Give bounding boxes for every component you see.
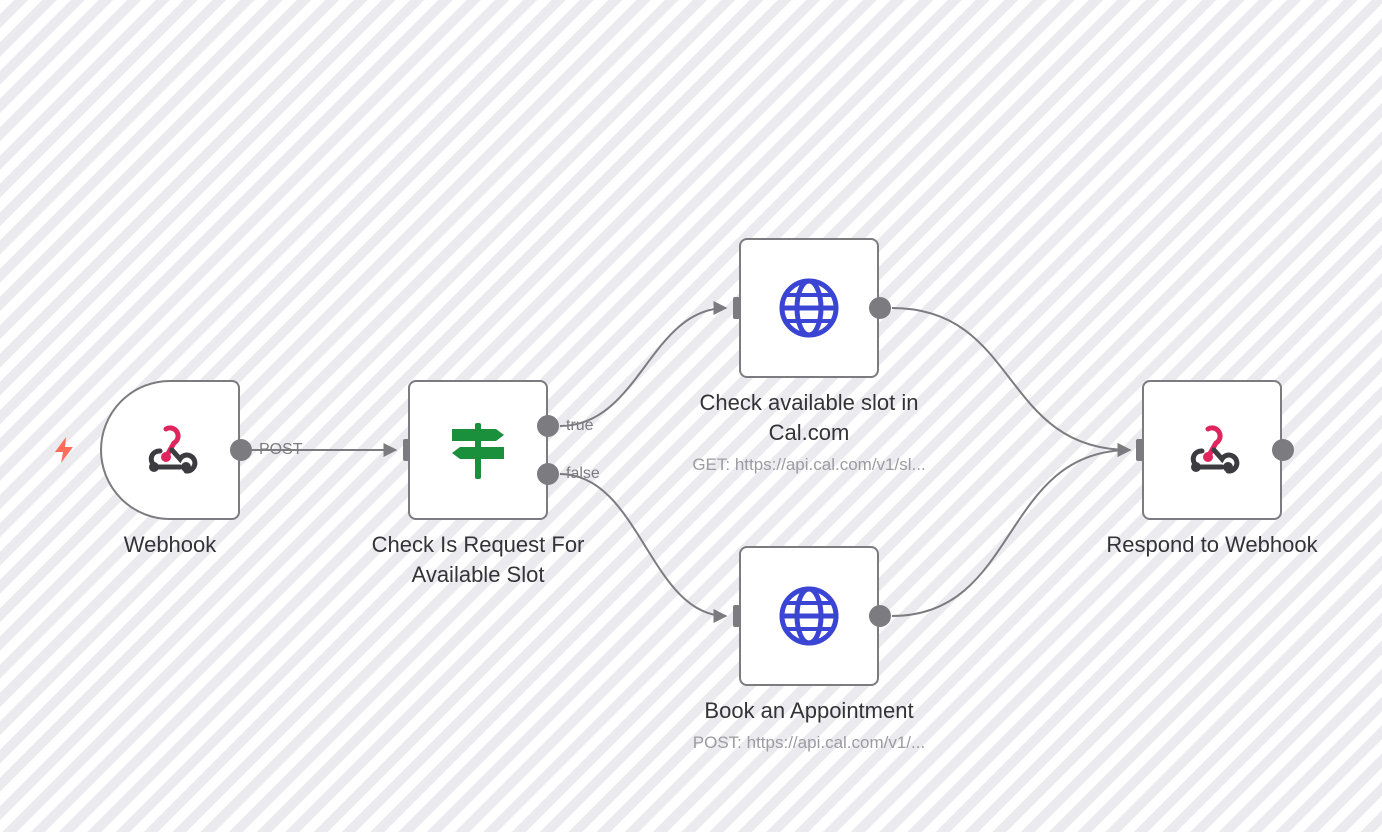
node-book-appointment[interactable] xyxy=(739,546,879,686)
globe-icon xyxy=(779,278,839,338)
node-label-book: Book an Appointment xyxy=(704,698,914,723)
connection-check-slot-to-respond xyxy=(891,307,1132,457)
globe-icon xyxy=(779,586,839,646)
lightning-icon xyxy=(55,437,73,463)
check-slot-input-handle[interactable] xyxy=(733,297,743,319)
node-respond-to-webhook[interactable] xyxy=(1142,380,1282,520)
connection-true-to-check-slot xyxy=(559,301,728,427)
node-check-available-slot[interactable] xyxy=(739,238,879,378)
respond-input-handle[interactable] xyxy=(1136,439,1146,461)
node-label-respond: Respond to Webhook xyxy=(1106,532,1318,557)
node-label-check-slot-line2: Cal.com xyxy=(768,420,850,445)
node-subtitle-check-slot: GET: https://api.cal.com/v1/sl... xyxy=(692,455,926,474)
connection-book-to-respond xyxy=(891,443,1132,617)
if-false-output-handle[interactable] xyxy=(537,463,559,485)
node-subtitle-book: POST: https://api.cal.com/v1/... xyxy=(692,733,926,752)
edge-label-true: true xyxy=(566,417,594,434)
check-slot-output-handle[interactable] xyxy=(869,297,891,319)
book-input-handle[interactable] xyxy=(733,605,743,627)
edge-label-post: POST xyxy=(259,441,303,458)
webhook-icon xyxy=(1190,425,1240,474)
node-label-check-request-line2: Available Slot xyxy=(411,562,545,587)
node-label-check-request: Check Is Request For Available Slot xyxy=(338,530,618,590)
node-label-check-slot-line1: Check available slot in xyxy=(699,390,919,415)
node-label-check-slot: Check available slot in Cal.com xyxy=(669,388,949,448)
if-true-output-handle[interactable] xyxy=(537,415,559,437)
webhook-icon xyxy=(148,425,198,474)
connection-false-to-book xyxy=(559,473,728,623)
node-check-request[interactable] xyxy=(408,380,548,520)
signpost-icon xyxy=(452,423,504,479)
book-output-handle[interactable] xyxy=(869,605,891,627)
webhook-output-handle[interactable] xyxy=(230,439,252,461)
node-label-check-request-line1: Check Is Request For xyxy=(371,532,585,557)
respond-output-handle[interactable] xyxy=(1272,439,1294,461)
node-webhook[interactable] xyxy=(100,380,240,520)
node-label-webhook: Webhook xyxy=(123,532,217,557)
edge-label-false: false xyxy=(566,465,600,482)
